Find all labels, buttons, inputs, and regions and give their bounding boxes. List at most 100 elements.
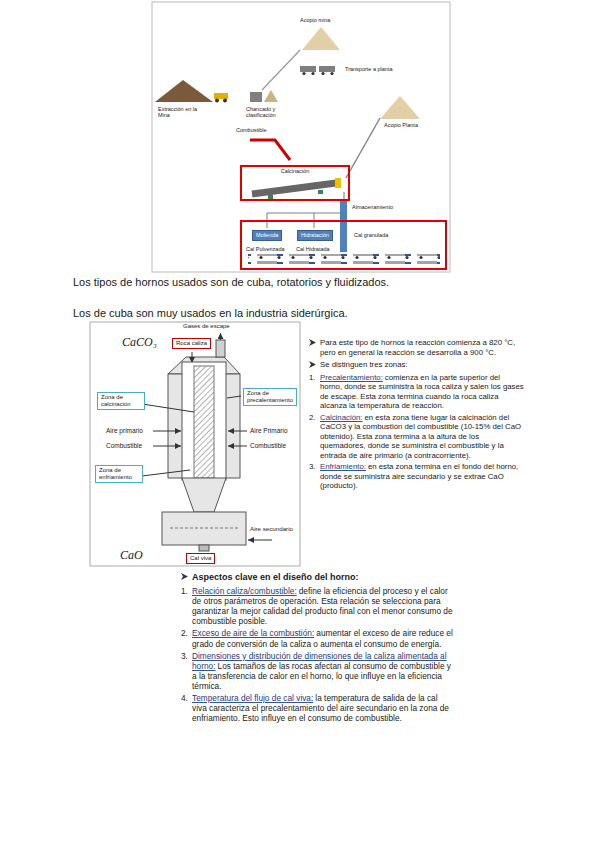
paragraph: Los tipos de hornos usados son de cuba, … <box>73 276 389 289</box>
bullet-arrow <box>309 339 316 346</box>
paragraph: CaO <box>120 549 143 563</box>
body-text: Los tamaños de las rocas afectan al cons… <box>192 661 451 691</box>
node-text: Molienda <box>256 232 278 239</box>
numbered-item: 2.Exceso de aire de la combustión:aument… <box>192 628 454 648</box>
node-text: Cal viva <box>190 555 211 562</box>
leader-line <box>227 396 241 398</box>
key-term: Enfriamiento: <box>320 462 366 471</box>
list-number: 1. <box>181 586 192 596</box>
figure-frame <box>90 322 300 566</box>
text-column: Para este tipo de hornos la reacción com… <box>320 338 524 491</box>
process-region: Calcinación <box>240 165 350 201</box>
process-box: Hidratación <box>297 230 333 241</box>
process-box: Molienda <box>252 230 282 241</box>
plant-stockpile <box>380 96 420 119</box>
delivery-trucks <box>248 254 440 264</box>
air-arrow <box>153 431 181 432</box>
figure-label: Transporte a planta <box>345 66 393 72</box>
truck-wheel <box>311 72 314 75</box>
body-text: Se distinguen tres zonas: <box>320 360 408 369</box>
text-column: Aspectos clave en el diseño del horno: 1.… <box>192 572 454 723</box>
kiln-burner <box>335 178 341 188</box>
figure-label: Extracción en la Mina <box>158 106 202 119</box>
zone-box: Zona de precalentamiento <box>243 388 297 406</box>
bullet-arrow <box>309 339 317 347</box>
figure-label: Combustible <box>236 127 267 133</box>
fuel-feeder <box>250 140 290 160</box>
bullet-arrow <box>181 573 189 581</box>
truck-wheel <box>215 99 219 103</box>
kiln-funnel <box>182 478 226 512</box>
list-number: 1. <box>309 373 320 383</box>
key-term: Precalentamiento: <box>320 373 383 382</box>
node-text: Cal granulada <box>354 232 388 239</box>
truck-wheel <box>321 72 324 75</box>
node-text: Cal Hidratada <box>296 246 330 253</box>
numbered-item: 1.Relación caliza/combustible:define la … <box>192 586 454 626</box>
bullet-arrow <box>181 573 188 580</box>
numbered-item: 2.Calcinación:en esta zona tiene lugar l… <box>320 413 524 461</box>
zone-box: Zona de enfriamiento <box>95 465 143 483</box>
kiln-shaft <box>182 362 226 480</box>
zone-box: Zona de calcinación <box>97 392 145 410</box>
node-text: Cal Pulverizada <box>246 246 285 253</box>
node-text: Roca caliza <box>176 340 207 347</box>
figure-label: Aire Primario <box>250 427 288 434</box>
figure-frame <box>152 2 450 272</box>
mine-pile <box>155 80 213 102</box>
storage-silo <box>340 200 347 252</box>
numbered-item: 1.Precalentamiento:comienza en la parte … <box>320 373 524 411</box>
discharge-grate <box>170 528 238 529</box>
figure-label: Acopio mina <box>300 17 330 23</box>
body-text: Aspectos clave en el diseño del horno: <box>192 572 359 582</box>
figure-label: Chancado y clasificación <box>246 106 288 119</box>
rotary-kiln <box>252 183 336 194</box>
node-text: Zona de enfriamiento <box>99 467 139 481</box>
leader-line <box>142 404 194 412</box>
key-term: Relación caliza/combustible: <box>192 586 297 596</box>
bullet-item: Aspectos clave en el diseño del horno: <box>192 572 454 583</box>
figure-label: Combustible <box>106 442 142 449</box>
leader-line <box>142 470 190 476</box>
numbered-item: 4.Temperatura del flujo de cal viva:la t… <box>192 693 454 723</box>
figure-label: Aire primario <box>106 427 143 434</box>
dump-truck <box>214 93 228 99</box>
feed-conveyor <box>346 118 380 178</box>
input-box: Roca caliza <box>172 338 211 349</box>
crushed-pile <box>264 90 278 102</box>
truck-wheel <box>330 72 333 75</box>
list-number: 2. <box>181 628 192 638</box>
paragraph: Los de cuba son muy usados en la industr… <box>73 307 348 320</box>
lime-outlet <box>199 545 209 551</box>
list-number: 2. <box>309 413 320 423</box>
haul-truck <box>319 66 335 72</box>
node-text: Zona de calcinación <box>101 394 141 408</box>
figure-label: Almacenamiento <box>352 204 393 210</box>
air-arrow <box>228 431 247 432</box>
limestone-charge <box>194 366 214 478</box>
kiln-support <box>318 190 323 194</box>
product-region: Cal Pulverizada Cal Hidratada Cal granulad… <box>240 220 447 270</box>
bullet-item: Para este tipo de hornos la reacción com… <box>320 338 524 357</box>
body-text: Para este tipo de hornos la reacción com… <box>320 338 515 357</box>
numbered-item: 3.Enfriamiento:en esta zona termina en e… <box>320 462 524 491</box>
figure-label: Combustible <box>250 442 286 449</box>
crusher <box>250 92 262 102</box>
key-term: Exceso de aire de la combustión: <box>192 628 314 638</box>
fuel-arrow <box>228 446 247 447</box>
paragraph: CaCO₃ <box>122 336 157 350</box>
bullet-arrow <box>309 361 317 369</box>
numbered-item: 3.Dimensiones y distribución de dimensio… <box>192 651 454 691</box>
node-text: Hidratación <box>301 232 329 239</box>
key-term: Calcinación: <box>320 413 362 422</box>
mine-stockpile <box>302 27 340 50</box>
node-text: Calcinación <box>242 168 348 175</box>
bullet-item: Se distinguen tres zonas: <box>320 360 524 370</box>
bullet-arrow <box>309 361 316 368</box>
conveyor <box>262 50 300 90</box>
fuel-arrow <box>153 446 181 447</box>
output-box: Cal viva <box>186 553 215 564</box>
node-text: Zona de precalentamiento <box>247 390 293 404</box>
key-term: Temperatura del flujo de cal viva: <box>192 693 313 703</box>
